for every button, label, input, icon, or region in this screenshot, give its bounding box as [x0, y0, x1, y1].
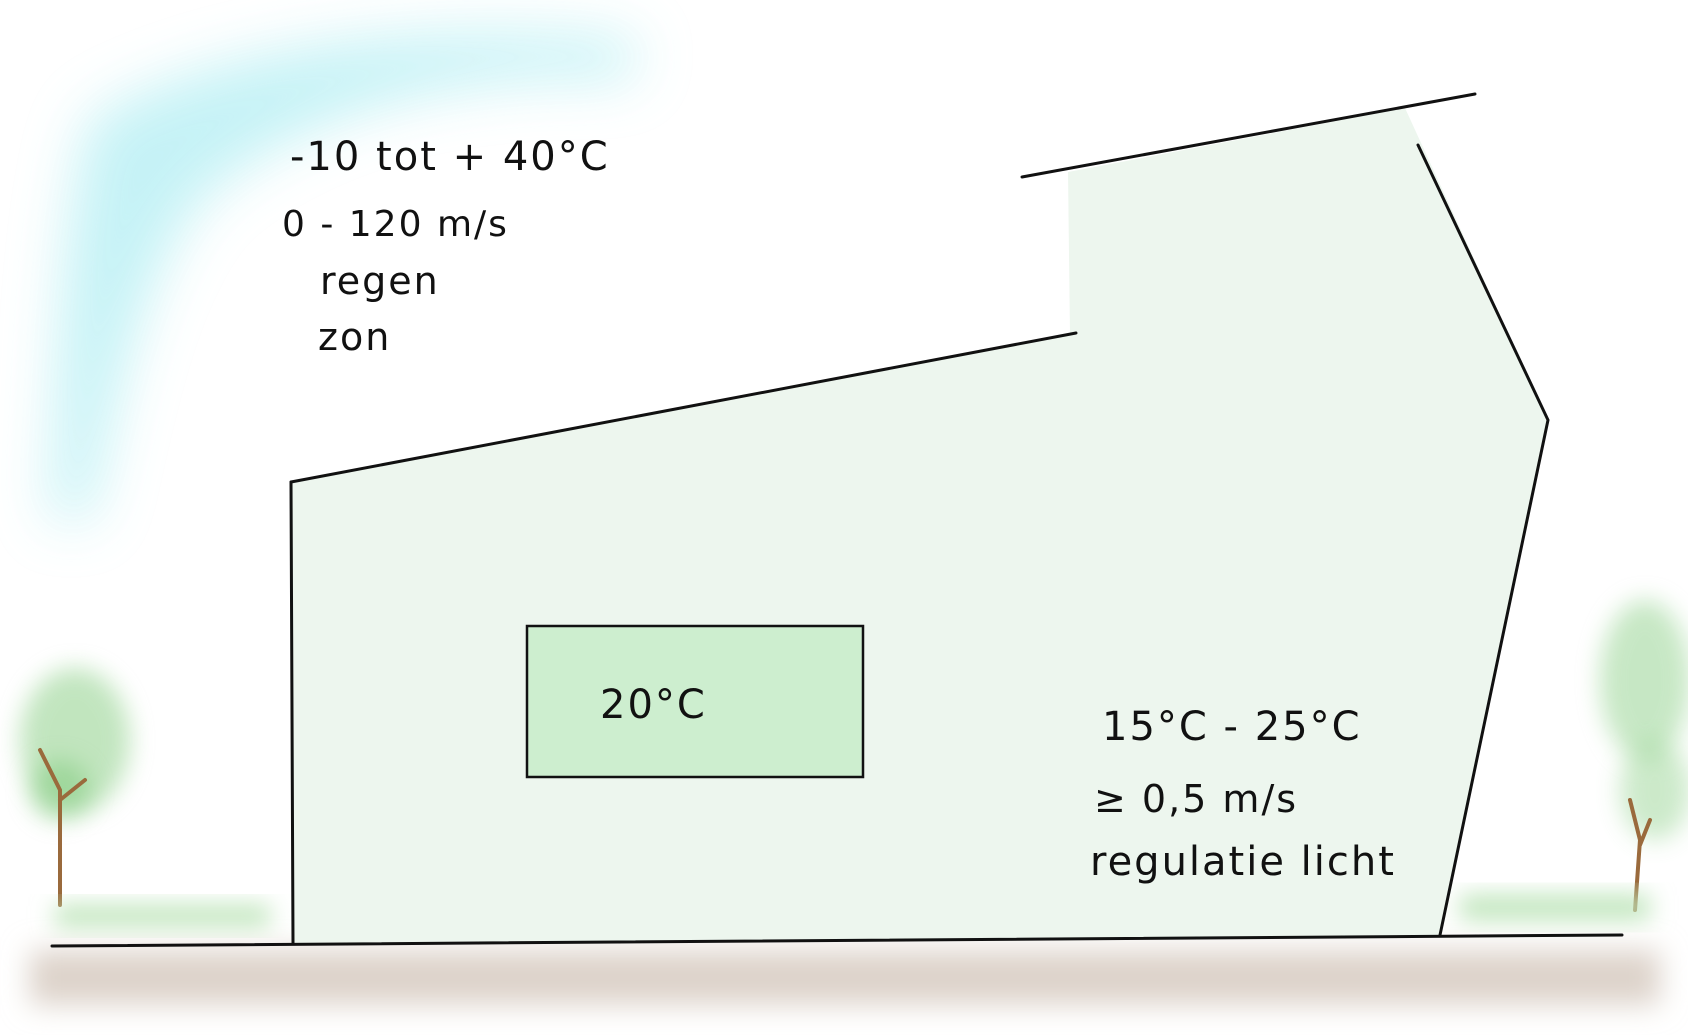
inside-conditions: 15°C - 25°C ≥ 0,5 m/s regulatie licht	[1090, 704, 1396, 885]
outside-conditions: -10 tot + 40°C 0 - 120 m/s regen zon	[282, 134, 610, 359]
left-tree	[20, 668, 130, 907]
outside-line-rain: regen	[320, 259, 440, 303]
inside-line-light: regulatie licht	[1090, 839, 1396, 885]
right-tree	[1600, 600, 1688, 912]
inside-line-ventilation: ≥ 0,5 m/s	[1094, 777, 1298, 821]
room-temperature-label: 20°C	[600, 682, 707, 728]
building-lines	[50, 92, 1624, 948]
sky-wash	[50, 32, 640, 520]
inside-line-temperature: 15°C - 25°C	[1102, 704, 1362, 750]
room-box	[525, 624, 865, 779]
outside-line-wind: 0 - 120 m/s	[282, 204, 509, 245]
left-grass	[55, 905, 270, 927]
outside-line-temperature: -10 tot + 40°C	[290, 134, 610, 180]
right-grass	[1460, 895, 1650, 920]
outside-line-sun: zon	[318, 315, 391, 359]
ground-band	[30, 950, 1660, 1005]
